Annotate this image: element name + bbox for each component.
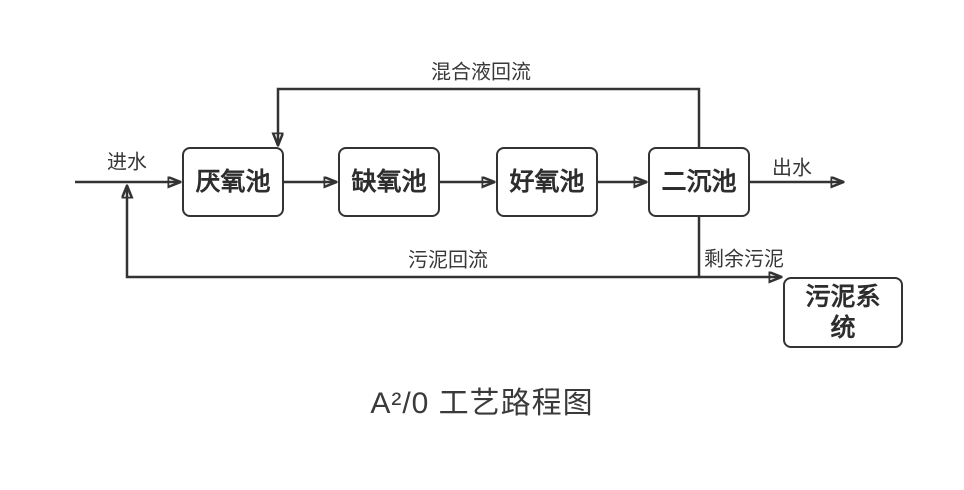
- label-mixed-liquor-recycle: 混合液回流: [431, 61, 531, 84]
- node-label: 污泥系统: [805, 283, 881, 342]
- sludge-return-line: [127, 186, 701, 279]
- node-label: 缺氧池: [351, 167, 427, 196]
- label-sludge-return: 污泥回流: [408, 249, 488, 272]
- node-anoxic-tank: 缺氧池: [338, 147, 440, 217]
- node-anaerobic-tank: 厌氧池: [182, 147, 284, 217]
- label-excess-sludge: 剩余污泥: [704, 248, 784, 271]
- node-secondary-clarifier: 二沉池: [648, 147, 750, 217]
- node-label: 厌氧池: [195, 167, 271, 196]
- node-sludge-system: 污泥系统: [783, 277, 903, 348]
- diagram-title: A²/0 工艺路程图: [370, 387, 594, 420]
- mixed-liquor-recycle-line: [278, 87, 701, 147]
- label-effluent: 出水: [772, 157, 812, 180]
- label-influent: 进水: [107, 151, 147, 174]
- node-aerobic-tank: 好氧池: [496, 147, 598, 217]
- node-label: 好氧池: [509, 167, 585, 196]
- node-label: 二沉池: [661, 167, 737, 196]
